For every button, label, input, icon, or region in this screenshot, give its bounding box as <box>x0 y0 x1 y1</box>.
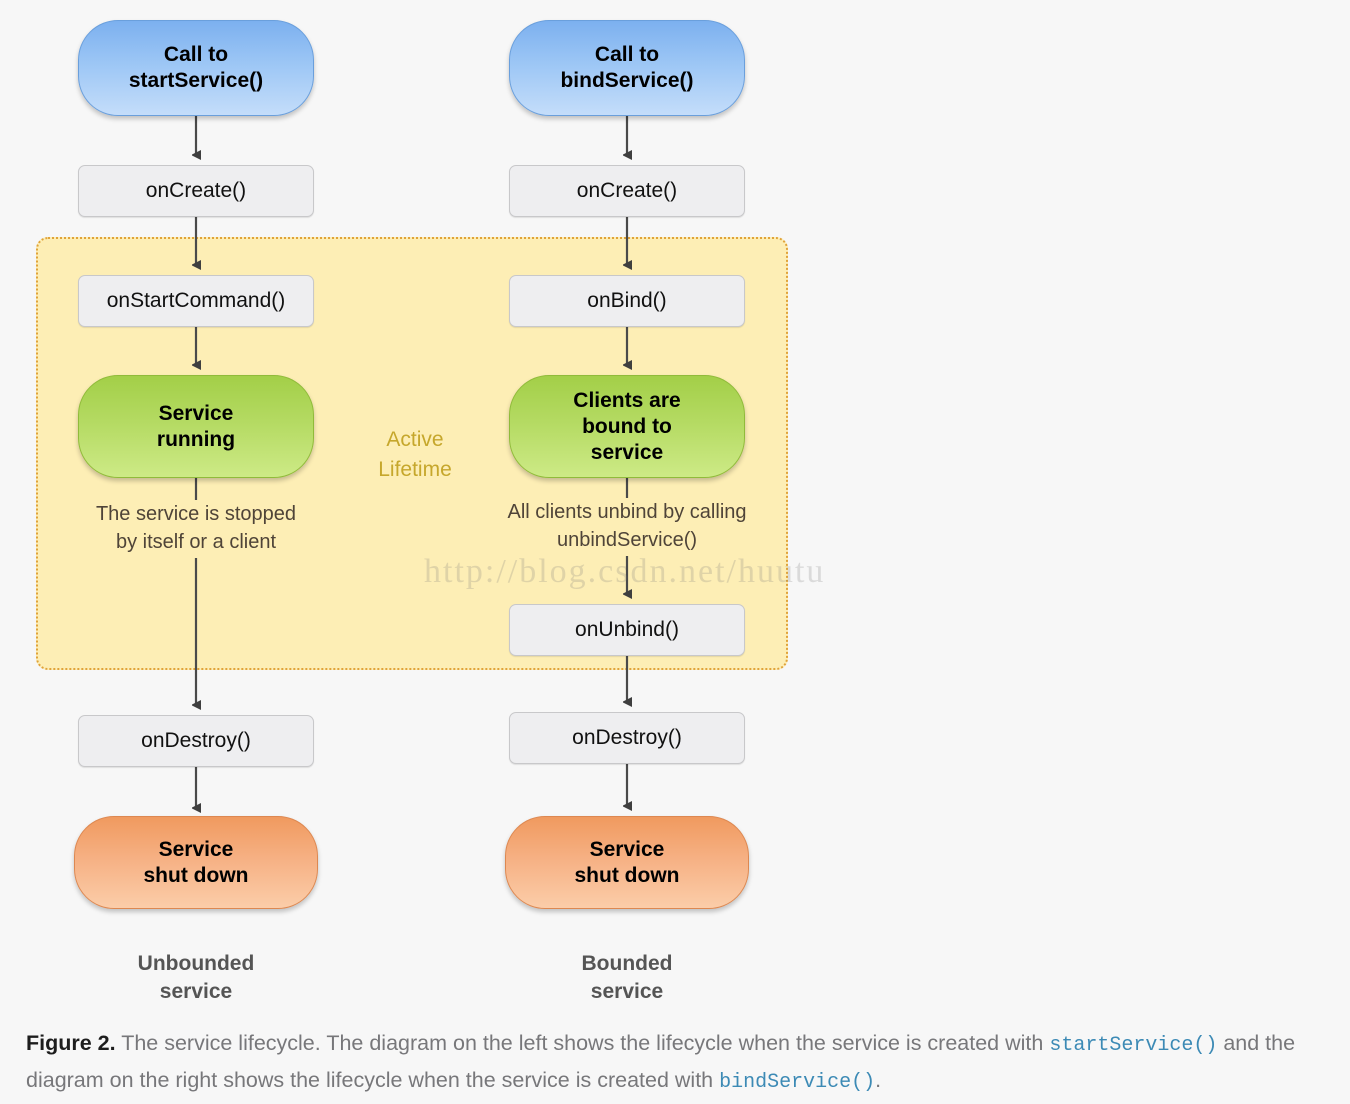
column-caption-bounded-line2: service <box>590 980 664 1003</box>
service-shut-down-left-line1: Service <box>158 837 234 861</box>
oncreate-right-label: onCreate() <box>576 179 678 202</box>
node-oncreate-right[interactable]: onCreate() <box>509 165 745 217</box>
onstartcommand-label: onStartCommand() <box>106 289 286 312</box>
node-ondestroy-left[interactable]: onDestroy() <box>78 715 314 767</box>
ondestroy-left-label: onDestroy() <box>141 729 251 752</box>
figure-caption-code-bind-service: bindService() <box>719 1071 876 1094</box>
call-to-start-service-line2: startService() <box>128 69 264 92</box>
node-onbind[interactable]: onBind() <box>509 275 745 327</box>
column-caption-bounded: Bounded service <box>497 950 757 1006</box>
column-caption-unbounded-line2: service <box>159 980 233 1003</box>
figure-caption: Figure 2. The service lifecycle. The dia… <box>26 1026 1336 1100</box>
service-running-line1: Service <box>158 401 234 425</box>
call-to-bind-service-line2: bindService() <box>560 69 694 92</box>
annotation-service-stopped-line2: by itself or a client <box>115 531 277 553</box>
figure-caption-part2: and the diagram on the right shows the l… <box>26 1031 1296 1092</box>
clients-bound-line3: service <box>590 440 664 464</box>
figure-caption-lead: Figure 2. <box>26 1031 116 1055</box>
node-call-to-start-service[interactable]: Call to startService() <box>78 20 314 116</box>
clients-bound-line2: bound to <box>582 414 672 438</box>
node-clients-bound-to-service[interactable]: Clients are bound to service <box>509 375 745 478</box>
onbind-label: onBind() <box>587 289 667 312</box>
annotation-service-stopped: The service is stopped by itself or a cl… <box>46 500 346 556</box>
node-service-shut-down-left[interactable]: Service shut down <box>74 816 318 909</box>
column-caption-bounded-line1: Bounded <box>581 952 673 975</box>
service-shut-down-left-line2: shut down <box>143 863 249 887</box>
service-shut-down-right-line2: shut down <box>574 863 680 887</box>
active-lifetime-label-line1: Active <box>386 428 444 451</box>
node-service-shut-down-right[interactable]: Service shut down <box>505 816 749 909</box>
service-running-line2: running <box>156 427 236 451</box>
column-caption-unbounded: Unbounded service <box>66 950 326 1006</box>
active-lifetime-label: Active Lifetime <box>355 425 475 485</box>
annotation-service-stopped-line1: The service is stopped <box>95 503 297 525</box>
column-caption-unbounded-line1: Unbounded <box>137 952 255 975</box>
node-oncreate-left[interactable]: onCreate() <box>78 165 314 217</box>
ondestroy-right-label: onDestroy() <box>572 726 682 749</box>
annotation-clients-unbind-line1: All clients unbind by calling <box>507 501 747 523</box>
node-service-running[interactable]: Service running <box>78 375 314 478</box>
figure-caption-part1: The service lifecycle. The diagram on th… <box>115 1031 1050 1055</box>
annotation-clients-unbind-line2: unbindService() <box>556 529 698 551</box>
node-ondestroy-right[interactable]: onDestroy() <box>509 712 745 764</box>
node-onstartcommand[interactable]: onStartCommand() <box>78 275 314 327</box>
annotation-clients-unbind: All clients unbind by calling unbindServ… <box>457 498 797 554</box>
call-to-start-service-line1: Call to <box>163 43 229 66</box>
oncreate-left-label: onCreate() <box>145 179 247 202</box>
clients-bound-line1: Clients are <box>573 388 681 412</box>
onunbind-label: onUnbind() <box>575 618 679 641</box>
figure-caption-code-start-service: startService() <box>1049 1034 1218 1057</box>
figure-caption-part3: . <box>875 1068 882 1092</box>
call-to-bind-service-line1: Call to <box>594 43 660 66</box>
service-shut-down-right-line1: Service <box>589 837 665 861</box>
node-onunbind[interactable]: onUnbind() <box>509 604 745 656</box>
active-lifetime-label-line2: Lifetime <box>378 458 452 481</box>
node-call-to-bind-service[interactable]: Call to bindService() <box>509 20 745 116</box>
